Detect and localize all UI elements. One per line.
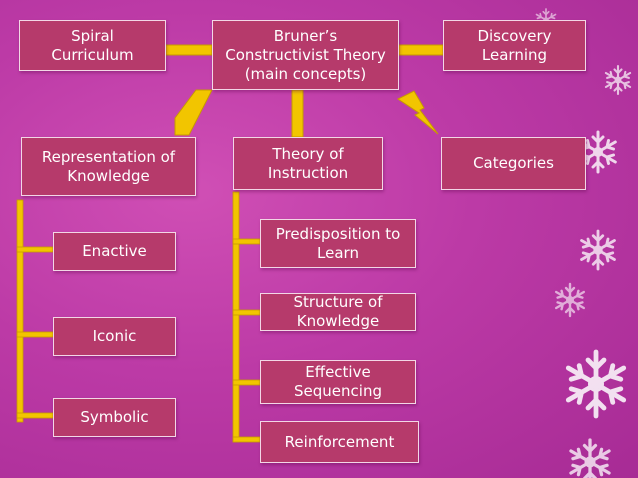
box-spiral-curriculum: Spiral Curriculum [19, 20, 166, 71]
box-symbolic: Symbolic [53, 398, 176, 437]
connector-spiral [165, 44, 213, 56]
box-structure-of-knowledge: Structure of Knowledge [260, 293, 416, 331]
connector-categories [397, 90, 439, 135]
bracket-representation [16, 199, 54, 423]
connector-theory [291, 89, 304, 138]
box-iconic: Iconic [53, 317, 176, 356]
box-effective-sequencing: Effective Sequencing [260, 360, 416, 404]
box-predisposition-to-learn: Predisposition to Learn [260, 219, 416, 268]
box-reinforcement: Reinforcement [260, 421, 419, 463]
box-discovery-learning: Discovery Learning [443, 20, 586, 71]
connector-representation [174, 89, 213, 136]
box-representation-of-knowledge: Representation of Knowledge [21, 137, 196, 196]
box-categories: Categories [441, 137, 586, 190]
bracket-theory [232, 191, 261, 443]
box-central-theory: Bruner’s Constructivist Theory (main con… [212, 20, 399, 90]
connector-discovery [398, 44, 444, 56]
box-theory-of-instruction: Theory of Instruction [233, 137, 383, 190]
box-enactive: Enactive [53, 232, 176, 271]
